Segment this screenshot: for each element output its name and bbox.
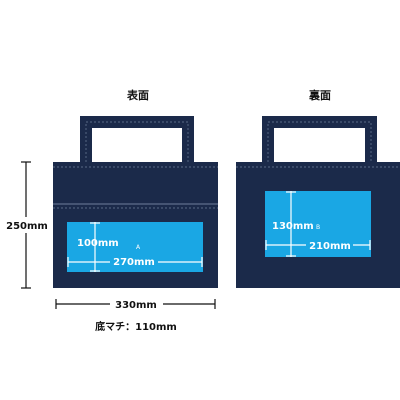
bag-height-label: 250mm: [6, 221, 48, 232]
front-title: 表面: [126, 88, 149, 102]
back-bag-handle: [262, 116, 377, 162]
back-handle-stitch: [267, 121, 372, 162]
front-handle-stitch: [85, 121, 189, 162]
front-panel-marker: A: [136, 244, 141, 251]
back-panel-height-label: 130mm: [272, 221, 314, 232]
front-panel-width-label: 270mm: [113, 257, 155, 268]
front-panel-height-label: 100mm: [77, 238, 119, 249]
back-bag: 130mm B 210mm: [236, 116, 400, 288]
bag-width-label: 330mm: [115, 300, 157, 311]
back-print-panel: [265, 191, 371, 257]
height-label-bg: [2, 217, 52, 233]
front-bag-handle: [80, 116, 194, 162]
front-panel-dimension-lines: [67, 222, 203, 272]
front-bag: 100mm A 270mm: [53, 116, 218, 288]
back-panel-dimension-lines: [265, 191, 371, 257]
front-print-panel: [67, 222, 203, 272]
back-panel-width-label: 210mm: [309, 241, 351, 252]
back-panel-marker: B: [316, 224, 320, 231]
width-dimension-line: [55, 299, 216, 309]
gusset-label: 底マチ：110mm: [95, 320, 177, 333]
back-title: 裏面: [308, 88, 331, 102]
